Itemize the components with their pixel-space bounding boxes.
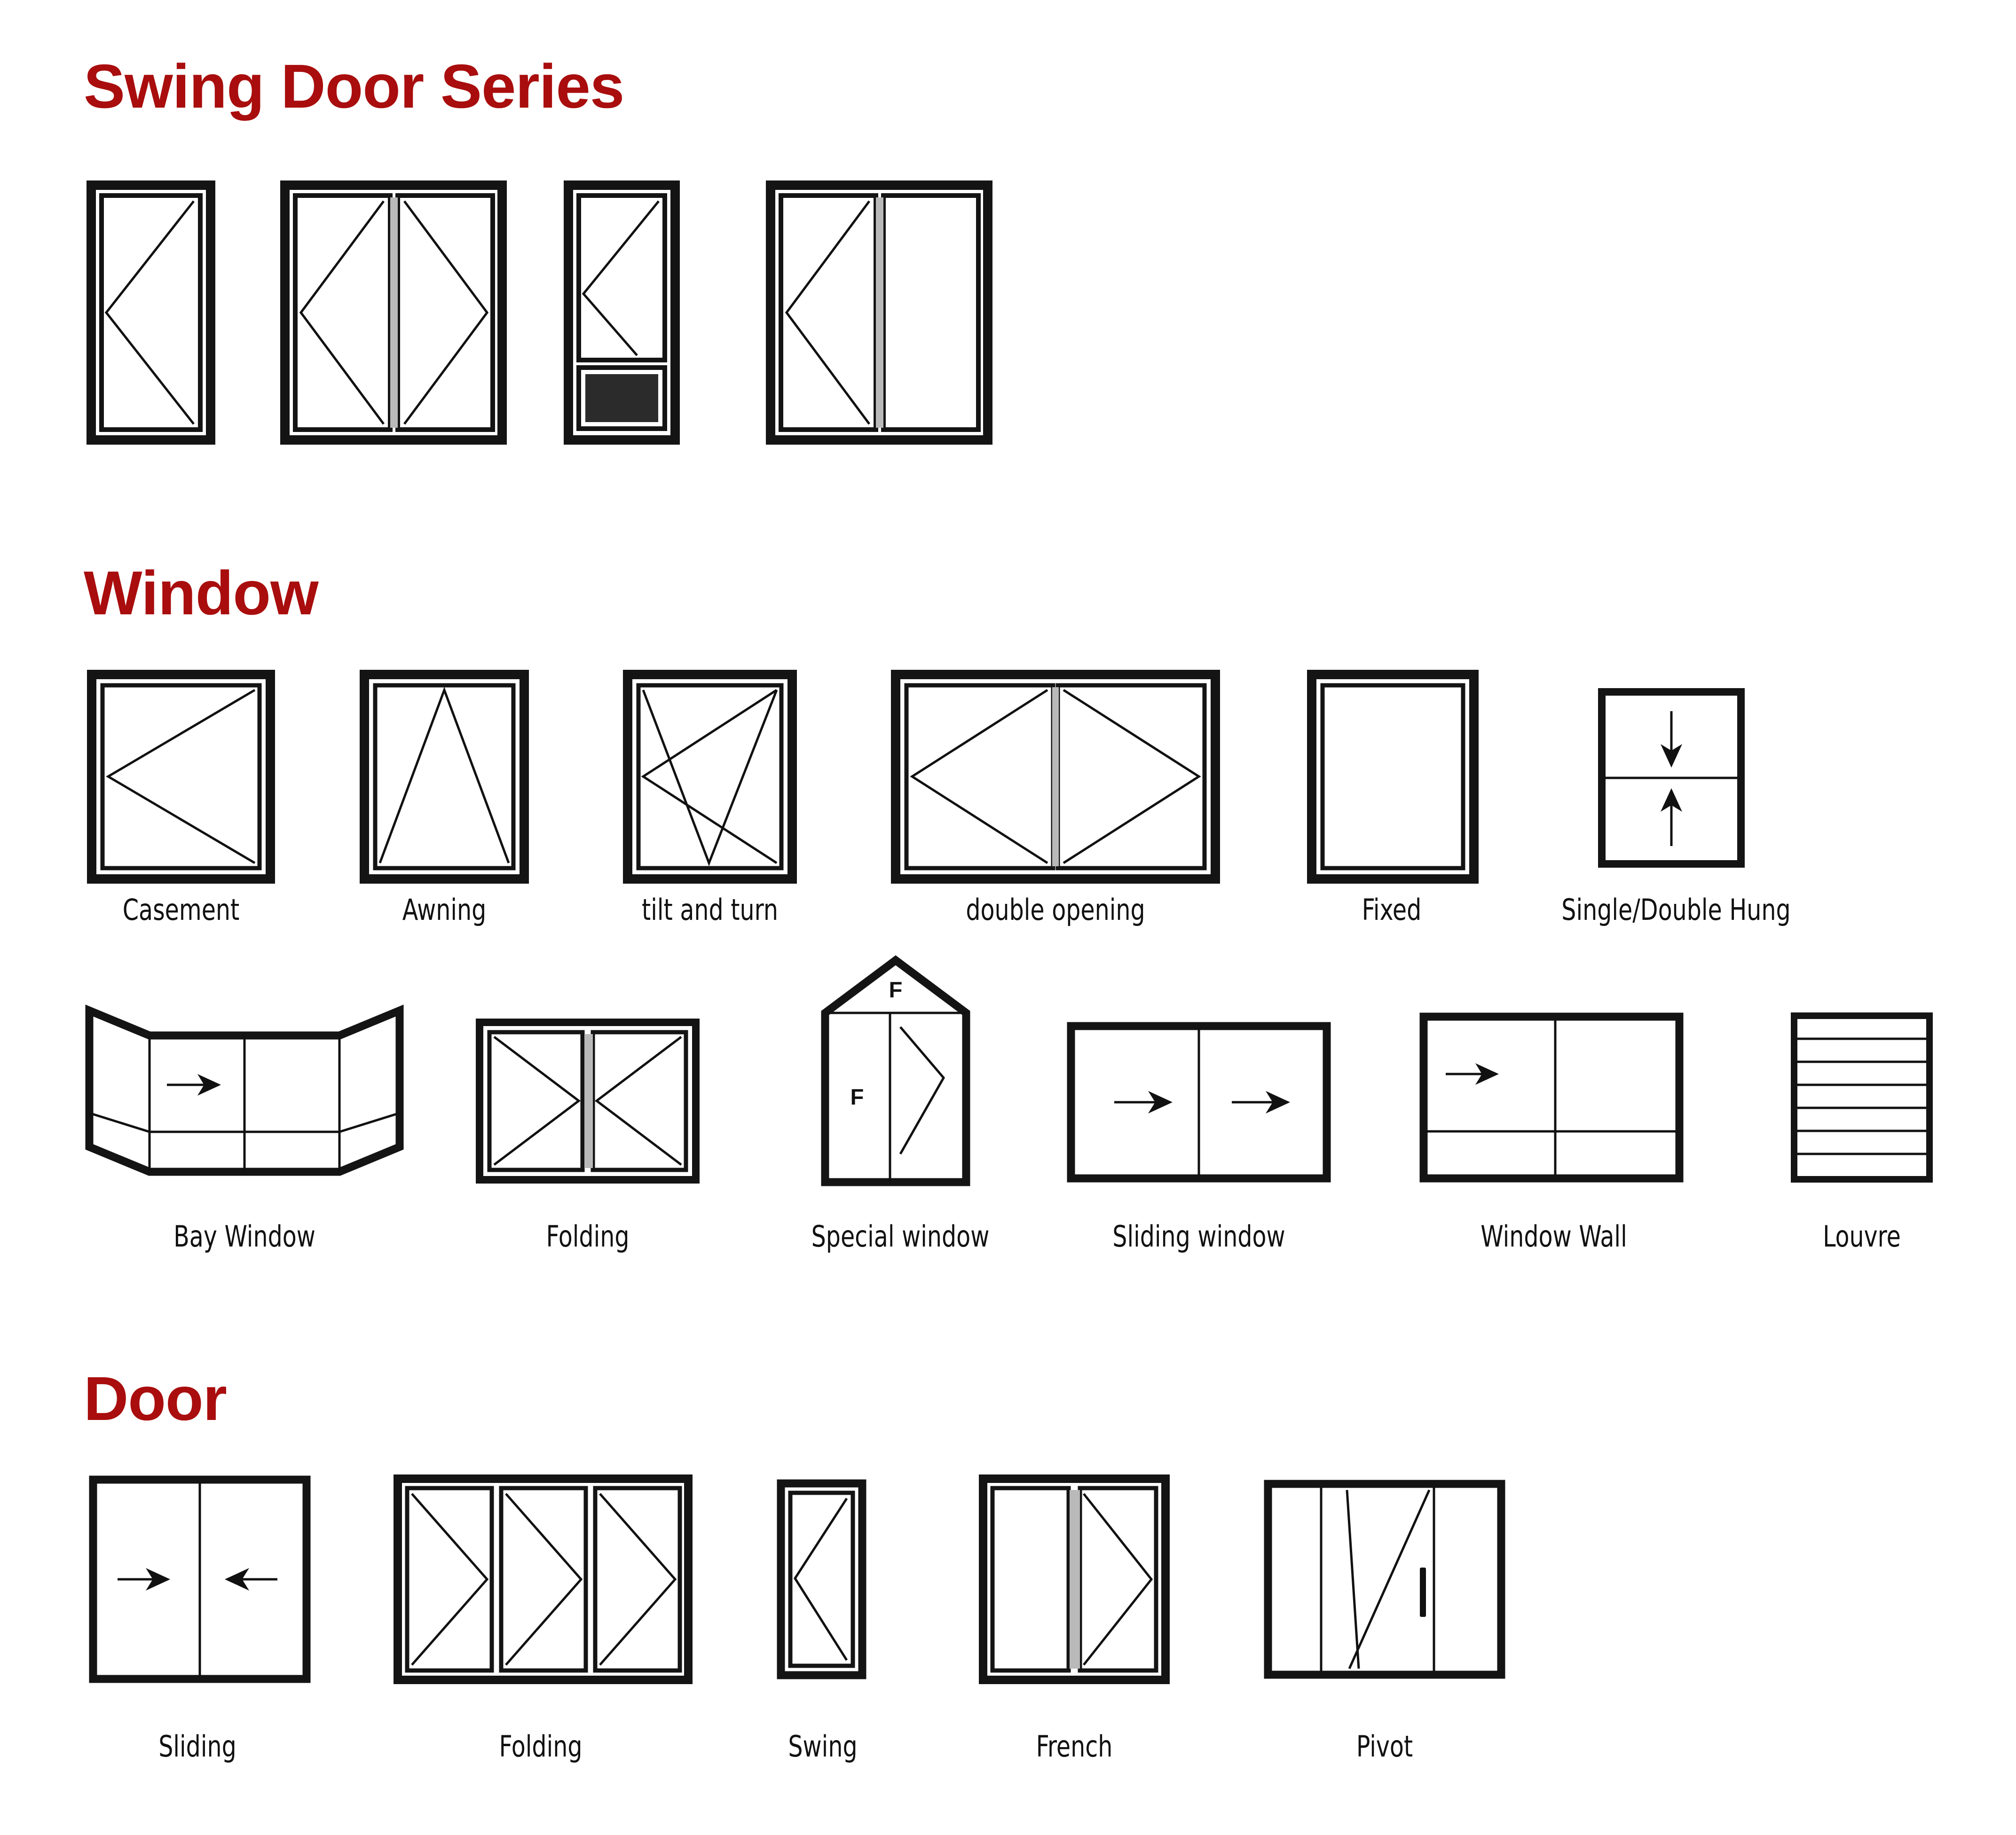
- caption-sliding-door: Sliding: [158, 1729, 236, 1764]
- symbol-swing-door: [777, 1479, 866, 1679]
- symbol-folding-window: [476, 1019, 700, 1184]
- caption-folding-window: Folding: [546, 1219, 630, 1254]
- symbol-folding-door: [394, 1474, 693, 1684]
- right-arrow-icon-right-pane: [1232, 1091, 1290, 1114]
- caption-double-opening: double opening: [966, 893, 1145, 927]
- symbol-sliding-window: [1067, 1022, 1331, 1183]
- right-arrow-icon: [167, 1074, 221, 1096]
- symbol-french-door: [979, 1474, 1170, 1684]
- caption-tilt-and-turn: tilt and turn: [642, 893, 778, 927]
- caption-fixed: Fixed: [1362, 893, 1422, 927]
- up-arrow-icon: [1661, 788, 1682, 846]
- symbol-sliding-door: [89, 1475, 311, 1683]
- caption-casement: Casement: [122, 893, 240, 927]
- symbol-awning-window: [360, 670, 529, 884]
- symbol-swing-door-with-kick-panel: [564, 180, 680, 445]
- section-heading-window: Window: [84, 558, 319, 627]
- caption-pivot-door: Pivot: [1356, 1729, 1413, 1764]
- symbol-special-window: F F: [820, 952, 971, 1187]
- symbol-double-swing-door: [280, 180, 507, 445]
- mark-f-left: F: [850, 1084, 864, 1109]
- right-arrow-icon: [118, 1568, 170, 1591]
- symbol-double-opening-window: [891, 670, 1220, 884]
- caption-awning: Awning: [402, 893, 487, 927]
- down-arrow-icon: [1661, 711, 1682, 768]
- left-arrow-icon: [225, 1568, 277, 1591]
- caption-window-wall: Window Wall: [1480, 1219, 1627, 1254]
- caption-special-window: Special window: [811, 1219, 990, 1254]
- caption-single-double-hung: Single/Double Hung: [1561, 893, 1791, 927]
- right-arrow-icon-left-pane: [1114, 1091, 1173, 1114]
- door-handle-icon: [1420, 1568, 1426, 1617]
- symbol-swing-door-with-sidelite: [766, 180, 992, 445]
- caption-louvre: Louvre: [1823, 1219, 1901, 1254]
- caption-french-door: French: [1036, 1729, 1113, 1764]
- symbol-pivot-door: [1264, 1480, 1505, 1679]
- mark-f-top: F: [889, 977, 903, 1002]
- caption-bay-window: Bay Window: [173, 1219, 315, 1254]
- symbol-bay-window: [85, 1004, 404, 1184]
- symbol-single-double-hung-window: [1598, 688, 1745, 868]
- symbol-window-wall: [1419, 1012, 1684, 1183]
- caption-swing-door: Swing: [788, 1729, 858, 1764]
- section-heading-door: Door: [84, 1364, 227, 1433]
- symbol-fixed-window: [1307, 670, 1479, 884]
- section-heading-swing-door-series: Swing Door Series: [84, 52, 624, 121]
- symbol-casement-window: [87, 670, 275, 884]
- symbol-tilt-and-turn-window: [623, 670, 797, 884]
- right-arrow-icon: [1446, 1063, 1499, 1085]
- symbol-louvre-window: [1791, 1012, 1933, 1183]
- caption-sliding-window: Sliding window: [1112, 1219, 1285, 1254]
- symbol-single-swing-door: [87, 180, 215, 445]
- caption-folding-door: Folding: [499, 1729, 583, 1764]
